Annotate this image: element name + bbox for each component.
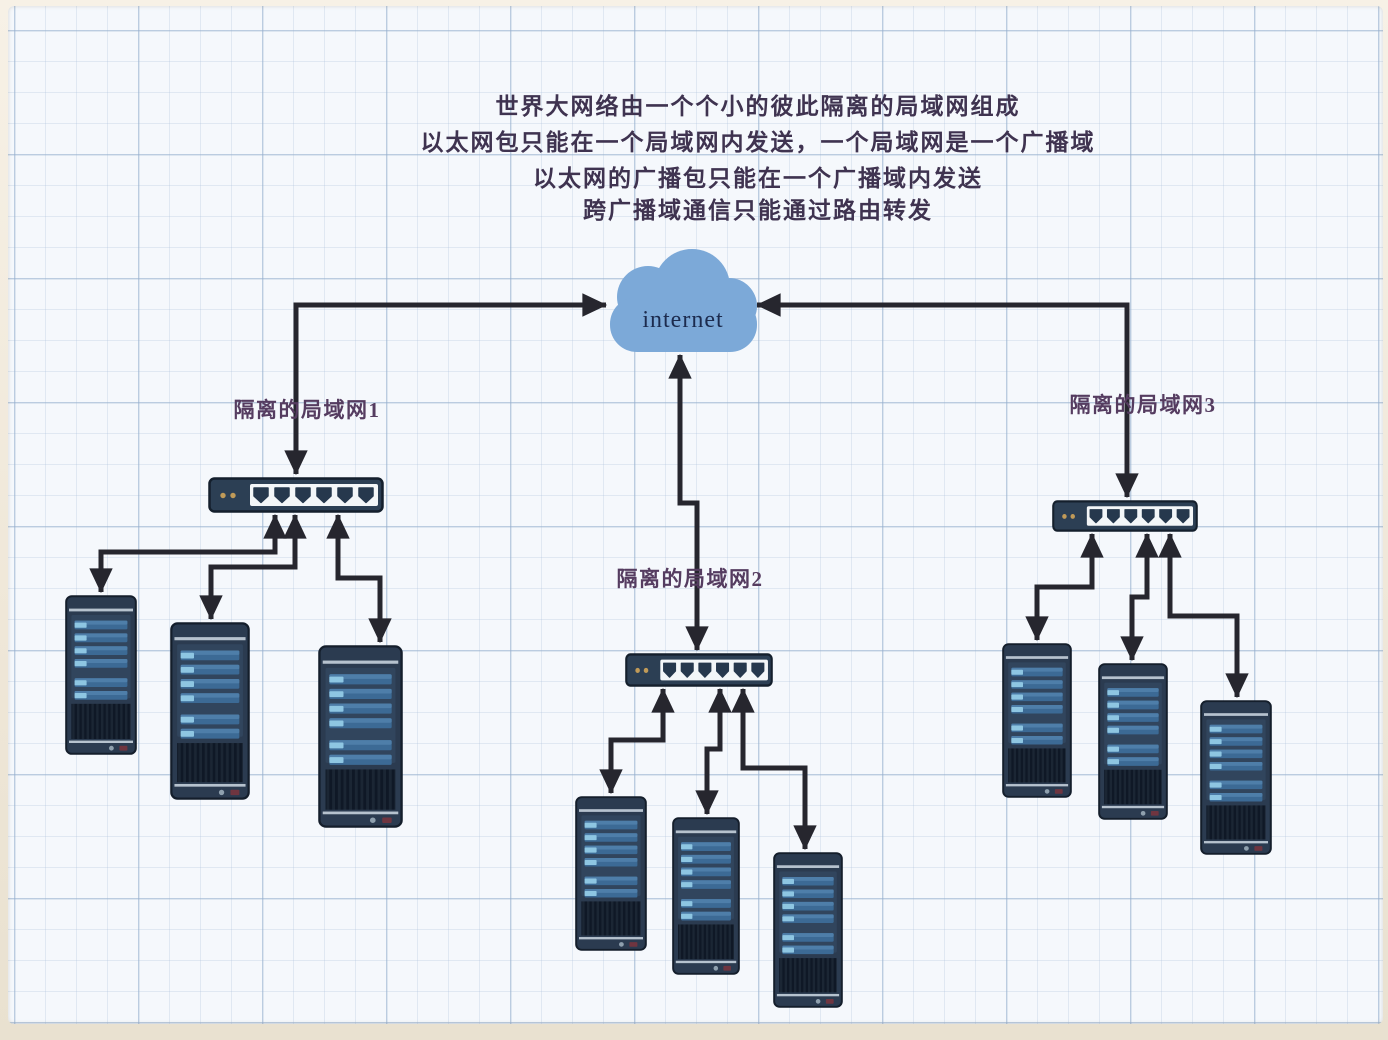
lan2-server-3-icon (773, 852, 843, 1008)
link-internet-lan2 (668, 353, 709, 652)
link-lan1-internet (284, 293, 608, 476)
link-lan3-internet (755, 293, 1139, 499)
link-lan2-switch-server1 (599, 687, 675, 795)
title-line-2: 以太网包只能在一个局域网内发送，一个局域网是一个广播域 (421, 129, 1096, 155)
lan1-server-3-icon (318, 645, 403, 828)
link-lan3-switch-server1 (1025, 532, 1104, 642)
link-lan2-switch-server3 (731, 687, 817, 851)
lan3-label: 隔离的局域网3 (1070, 393, 1217, 417)
lan3-server-2-icon (1098, 663, 1168, 820)
link-lan1-switch-server3 (326, 513, 392, 644)
lan2-label: 隔离的局域网2 (617, 567, 764, 591)
lan1-label: 隔离的局域网1 (234, 398, 381, 422)
title-line-4: 跨广播域通信只能通过路由转发 (583, 197, 933, 223)
lan3-server-1-icon (1002, 643, 1072, 798)
lan2-group: 隔离的局域网2 (575, 567, 843, 1008)
link-lan3-switch-server2 (1120, 532, 1159, 662)
lan3-group: 隔离的局域网3 (1002, 393, 1272, 855)
internet-cloud-icon: internet (610, 249, 757, 352)
lan1-switch-icon (208, 477, 384, 513)
link-lan3-switch-server3 (1158, 532, 1249, 699)
link-lan1-switch-server1 (89, 513, 287, 594)
cloud-base (610, 297, 757, 352)
lan1-server-1-icon (65, 595, 137, 755)
title-block: 世界大网络由一个个小的彼此隔离的局域网组成 以太网包只能在一个局域网内发送，一个… (421, 93, 1096, 223)
lan3-switch-icon (1052, 500, 1198, 532)
cloud-label: internet (642, 307, 723, 333)
link-lan1-switch-server2 (199, 513, 307, 621)
lan2-server-1-icon (575, 796, 647, 951)
lan2-switch-icon (625, 653, 773, 687)
link-lan2-switch-server2 (695, 687, 732, 816)
title-line-3: 以太网的广播包只能在一个广播域内发送 (533, 165, 983, 191)
lan1-group: 隔离的局域网1 (65, 398, 403, 828)
lan1-server-2-icon (170, 622, 250, 800)
lan2-server-2-icon (672, 817, 740, 975)
title-line-1: 世界大网络由一个个小的彼此隔离的局域网组成 (496, 93, 1021, 119)
lan3-server-3-icon (1200, 700, 1272, 855)
